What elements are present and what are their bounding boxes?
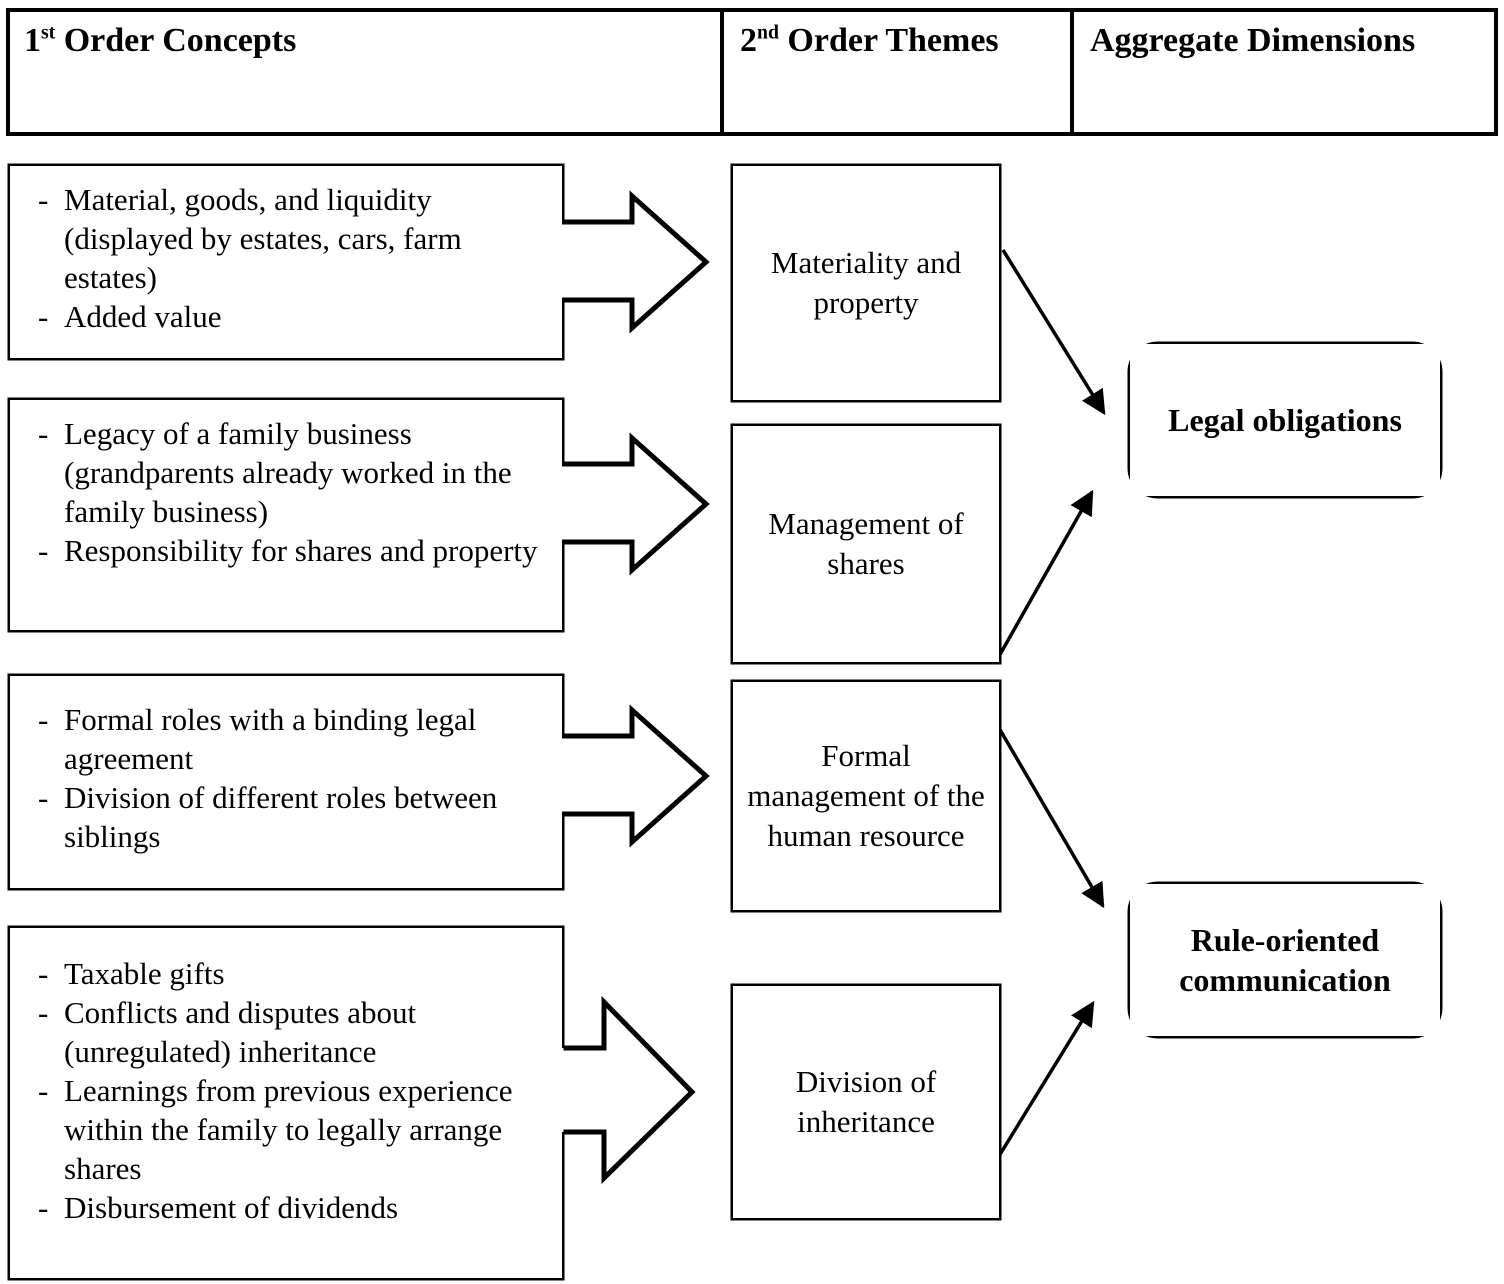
line-arrow-theme-1-to-legal-obligations [1001,249,1106,416]
block-arrow-concept-3-to-theme-3 [544,704,710,848]
list-item: Conflicts and disputes about (unregulate… [32,993,546,1071]
list-item: Legacy of a family business (grandparent… [32,414,546,531]
line-arrow-theme-4-to-rule-oriented-communication [997,1000,1095,1157]
dimension-box-1: Legal obligations [1130,344,1440,496]
list-item: Material, goods, and liquidity (displaye… [32,180,546,297]
header-label-prefix: 1 [24,22,41,59]
concept-box-2: Legacy of a family business (grandparent… [10,400,562,630]
block-arrow-concept-4-to-theme-4 [556,995,696,1184]
concept-list: Material, goods, and liquidity (displaye… [32,180,546,336]
block-arrow-concept-1-to-theme-1 [544,190,710,334]
block-arrow-concept-2-to-theme-2 [544,432,710,576]
concept-list: Legacy of a family business (grandparent… [32,414,546,570]
concept-box-3: Formal roles with a binding legal agreem… [10,676,562,888]
concept-list: Taxable gifts Conflicts and disputes abo… [32,954,546,1227]
header-label-rest: Order Concepts [55,22,297,59]
header-second-order-themes: 2nd Order Themes [722,10,1072,134]
list-item: Disbursement of dividends [32,1188,546,1227]
theme-box-3: Formal management of the human resource [733,682,999,910]
list-item: Formal roles with a binding legal agreem… [32,700,546,778]
dimension-box-2: Rule-oriented communication [1130,884,1440,1036]
header-label-superscript: nd [757,21,779,44]
list-item: Added value [32,297,546,336]
header-aggregate-dimensions: Aggregate Dimensions [1072,10,1496,134]
concept-list: Formal roles with a binding legal agreem… [32,700,546,856]
header-label-superscript: st [41,21,56,44]
list-item: Taxable gifts [32,954,546,993]
theme-box-4: Division of inheritance [733,986,999,1218]
list-item: Learnings from previous experience withi… [32,1071,546,1188]
header-label-rest: Aggregate Dimensions [1090,22,1416,59]
list-item: Division of different roles between sibl… [32,778,546,856]
header-label-rest: Order Themes [778,22,999,59]
concept-box-1: Material, goods, and liquidity (displaye… [10,166,562,358]
header-label-prefix: 2 [740,22,757,59]
theme-box-2: Management of shares [733,426,999,662]
line-arrow-theme-2-to-legal-obligations [996,489,1094,659]
concept-box-4: Taxable gifts Conflicts and disputes abo… [10,928,562,1278]
list-item: Responsibility for shares and property [32,531,546,570]
theme-box-1: Materiality and property [733,166,999,400]
header-first-order-concepts: 1st Order Concepts [8,10,722,134]
line-arrow-theme-3-to-rule-oriented-communication [997,727,1105,909]
